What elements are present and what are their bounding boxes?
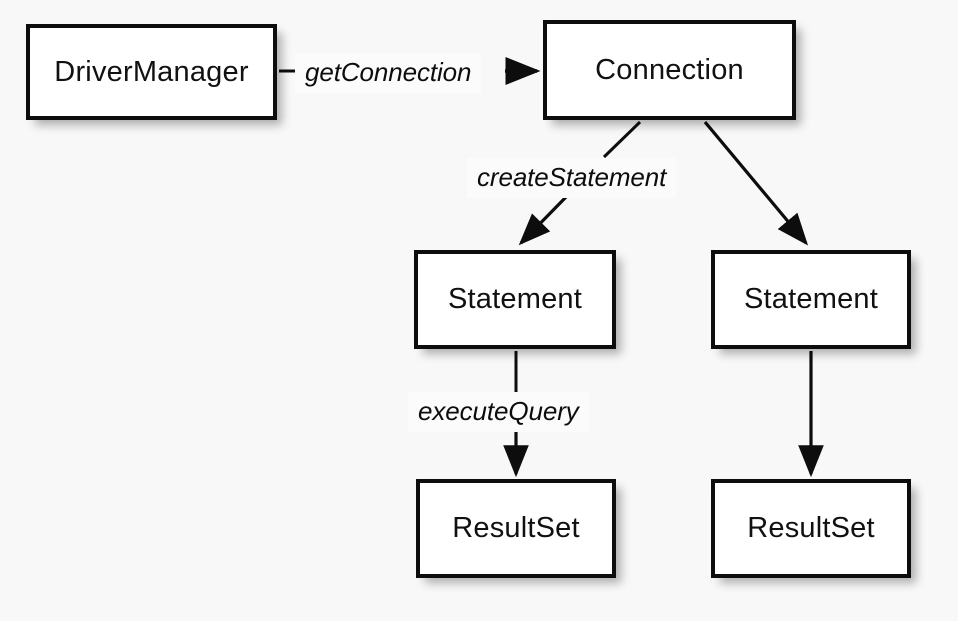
node-label: Statement (744, 283, 878, 315)
edge-label-execute-query: executeQuery (408, 392, 589, 432)
edge-create-statement-right (703, 120, 809, 246)
node-driver-manager[interactable]: DriverManager (26, 24, 277, 120)
node-label: ResultSet (452, 512, 580, 544)
node-statement-left[interactable]: Statement (414, 250, 616, 349)
node-label: Statement (448, 283, 582, 315)
edge-label-create-statement: createStatement (467, 158, 677, 198)
node-label: DriverManager (54, 55, 249, 88)
node-resultset-right[interactable]: ResultSet (711, 479, 911, 578)
node-label: Connection (595, 53, 744, 86)
edge-label-get-connection: getConnection (295, 53, 482, 93)
node-label: ResultSet (747, 512, 875, 544)
node-connection[interactable]: Connection (543, 20, 796, 120)
node-statement-right[interactable]: Statement (711, 250, 911, 349)
node-resultset-left[interactable]: ResultSet (416, 479, 616, 578)
